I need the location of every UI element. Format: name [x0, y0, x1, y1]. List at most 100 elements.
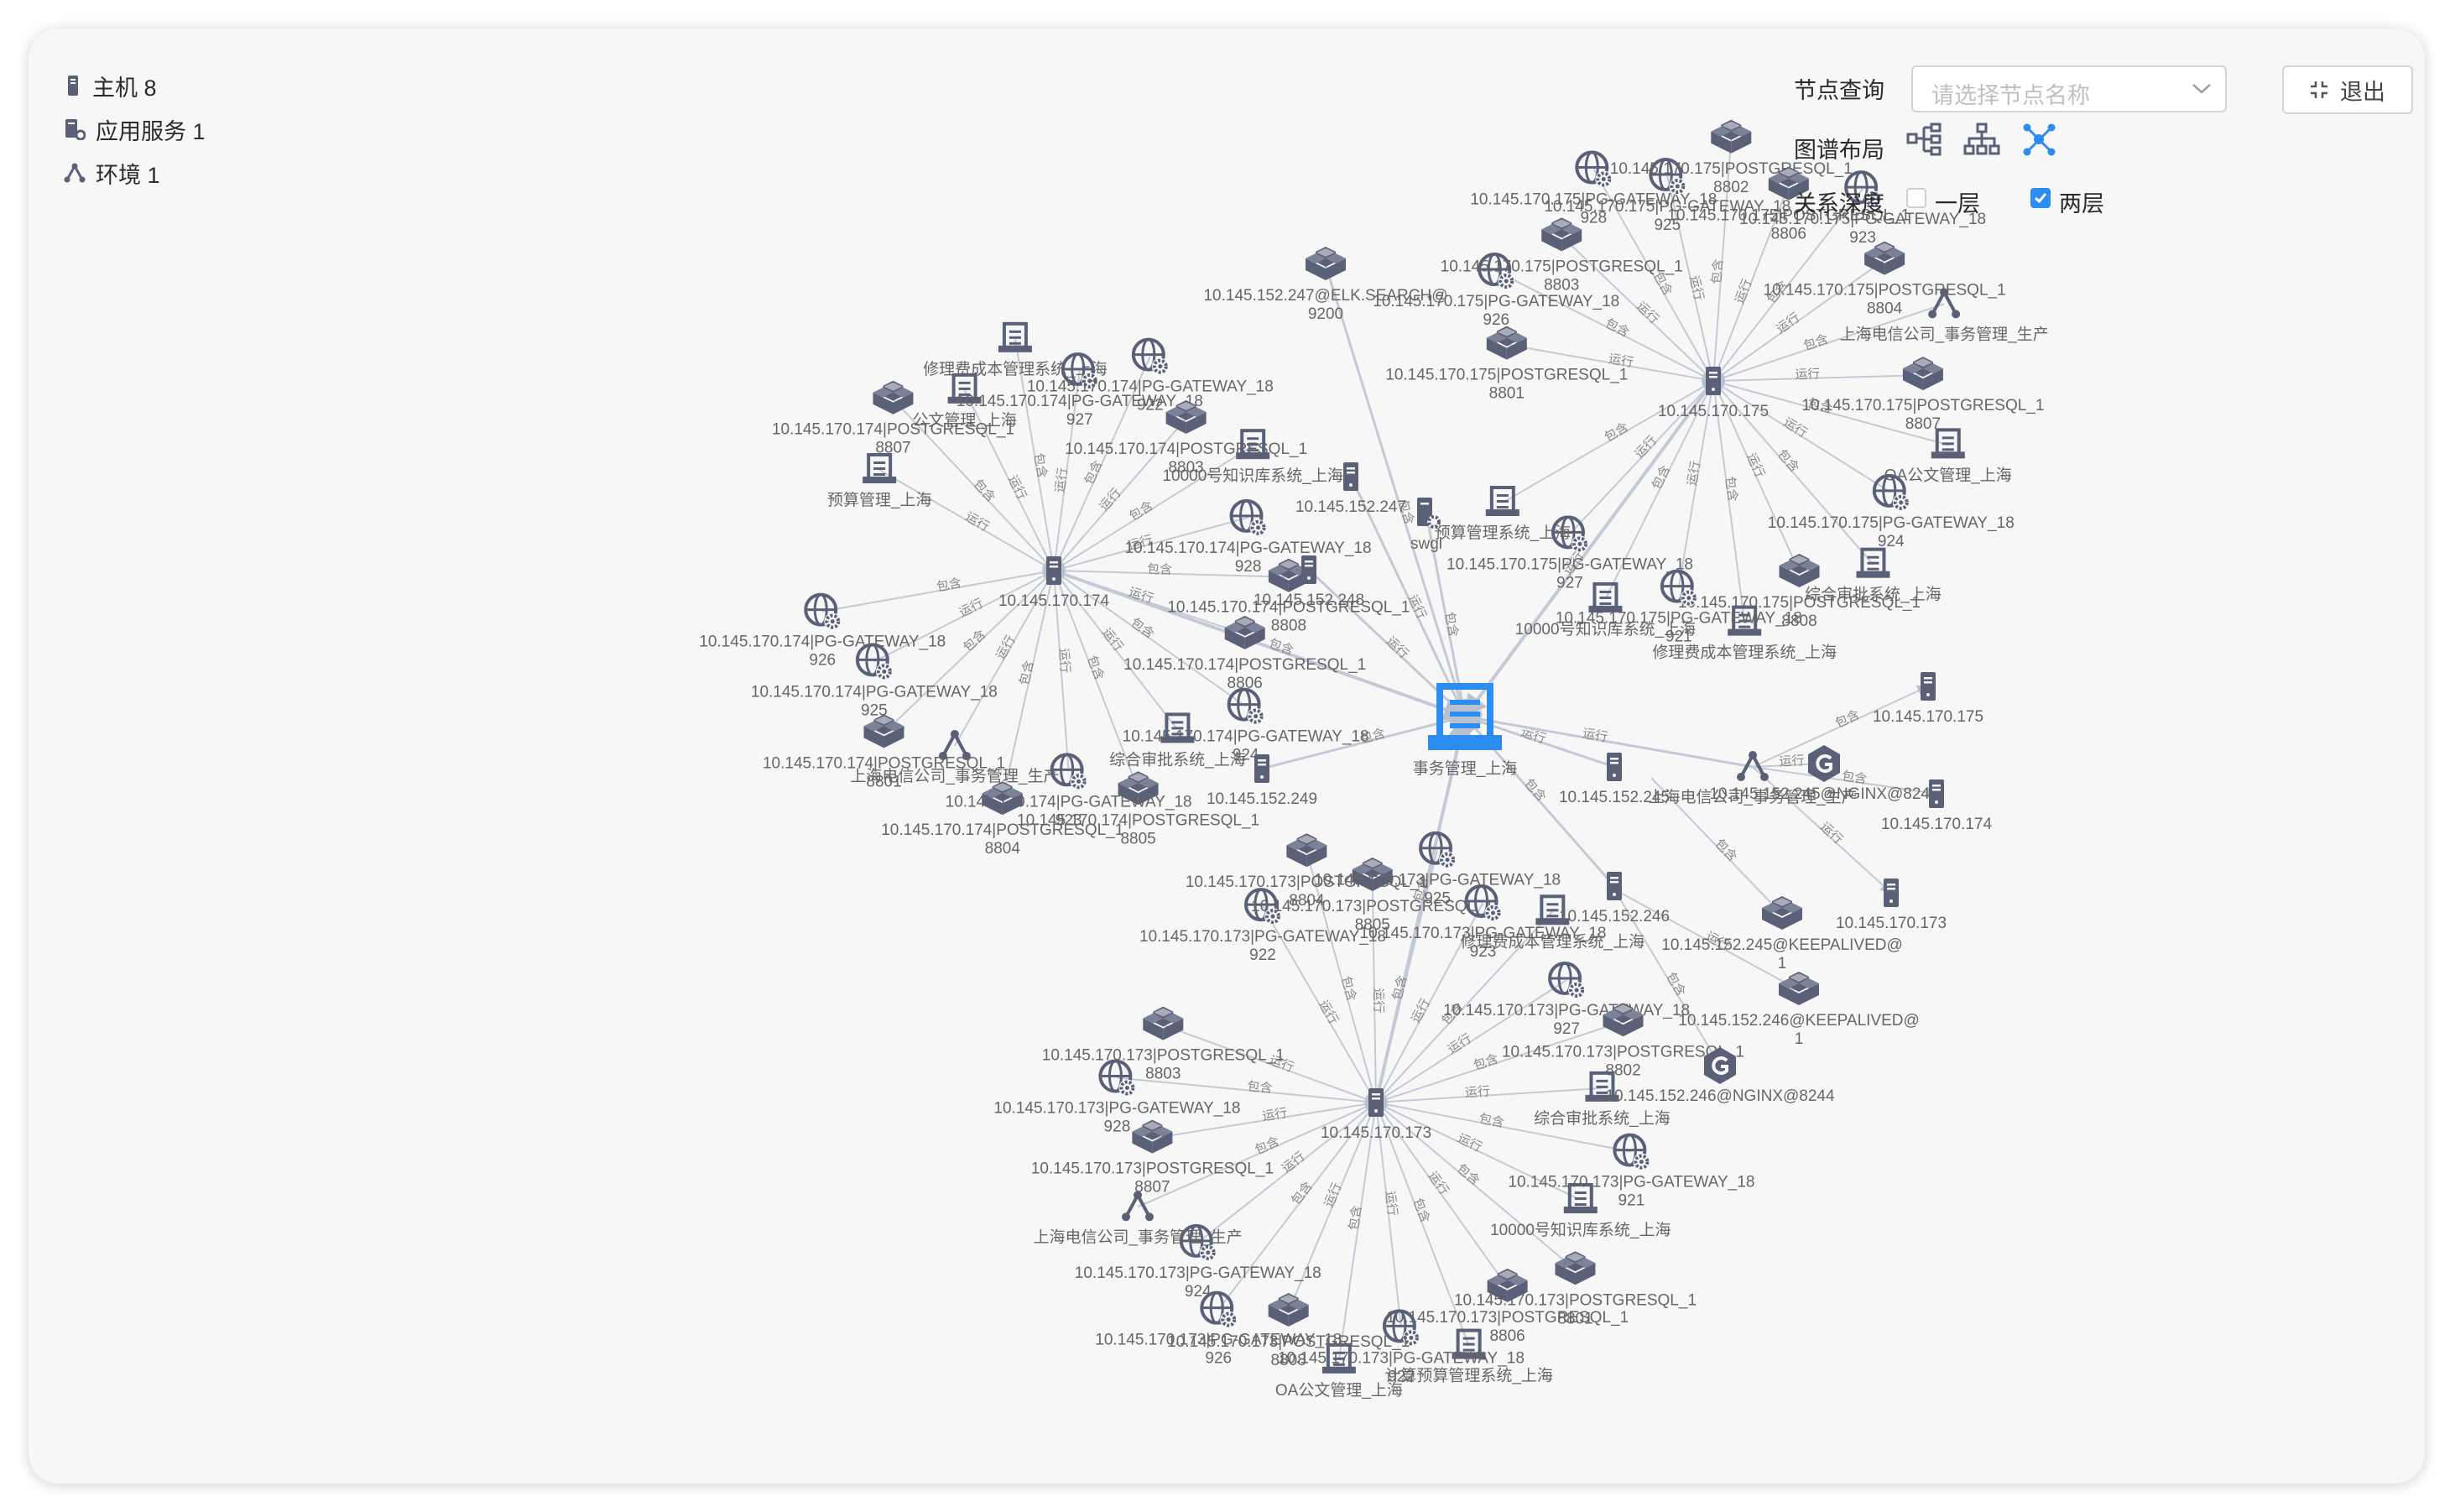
nginx-node[interactable]: 10.145.152.246@NGINX@8244 [1605, 1045, 1835, 1105]
server-node[interactable]: 10.145.152.248 [1254, 555, 1364, 609]
app-node[interactable]: 公文管理_上海 [912, 373, 1017, 430]
hub-server-node[interactable]: 10.145.170.174 [998, 556, 1110, 610]
server-node[interactable]: 10.145.152.245 [1559, 753, 1670, 806]
edge-label: 运行 [956, 596, 985, 620]
server-node[interactable]: 10.145.152.246 [1559, 872, 1670, 925]
server-node[interactable]: 10.145.152.247 [1295, 462, 1406, 516]
app-node[interactable]: OA公文管理_上海 [1884, 428, 2012, 484]
node-label: 10.145.152.249 [1207, 790, 1317, 808]
legend-item-environment[interactable]: 环境 1 [64, 151, 206, 195]
force-layout-icon[interactable] [2020, 121, 2057, 158]
app-node[interactable]: 预算管理_上海 [827, 453, 932, 509]
nginx-node[interactable]: 10.145.152.245@NGINX@8244 [1709, 743, 1939, 803]
app-node[interactable]: 计算预算管理系统_上海 [1384, 1328, 1553, 1385]
app-node[interactable]: 10000号知识库系统_上海 [1162, 429, 1343, 485]
hub-server-node[interactable]: 10.145.170.175 [1658, 367, 1769, 420]
app-node[interactable]: 综合审批系统_上海 [1805, 547, 1942, 604]
app-node[interactable]: 10000号知识库系统_上海 [1515, 581, 1696, 639]
graph-edge [1604, 379, 1714, 600]
app-node[interactable]: 修理费成本管理系统_上海 [1461, 894, 1645, 951]
app-node[interactable]: OA公文管理_上海 [1275, 1343, 1403, 1400]
env-node[interactable]: 上海电信公司_事务管理_生产 [850, 727, 1059, 785]
server-node[interactable]: 10.145.170.173 [1836, 879, 1947, 932]
node-query-select[interactable]: 请选择节点名称 [1911, 65, 2227, 112]
tree-layout-icon[interactable] [1906, 123, 1943, 156]
env-node[interactable]: 上海电信公司_事务管理_生产 [1840, 286, 2049, 343]
graph-edge [1337, 1101, 1381, 1360]
app-node[interactable]: 预算管理系统_上海 [1435, 486, 1572, 542]
node-label: 1 [1778, 955, 1787, 972]
legend-item-app-service[interactable]: 应用服务 1 [64, 107, 206, 151]
server-node[interactable]: 10.145.170.175 [1873, 672, 1983, 726]
server-node[interactable]: 10.145.170.174 [1881, 779, 1993, 833]
node-label: 修理费成本管理系统_上海 [1461, 932, 1645, 951]
serverg-node[interactable]: swgl [1410, 496, 1442, 553]
hub-server-node[interactable]: 10.145.170.173 [1321, 1088, 1431, 1142]
hierarchy-layout-icon[interactable] [1963, 123, 2000, 156]
node-label: 928 [1235, 558, 1262, 576]
node-label: OA公文管理_上海 [1275, 1381, 1403, 1400]
app-icon [861, 453, 899, 485]
db-node[interactable]: 10.145.152.246@KEEPALIVED@1 [1678, 972, 1920, 1048]
edge-label: 运行 [1733, 277, 1755, 305]
env-node[interactable]: 上海电信公司_事务管理_生产 [1648, 749, 1858, 806]
node-label: 8802 [1713, 179, 1749, 196]
app-node[interactable]: 10000号知识库系统_上海 [1490, 1183, 1671, 1239]
app-node[interactable]: 综合审批系统_上海 [1109, 712, 1246, 769]
env-node[interactable]: 上海电信公司_事务管理_生产 [1033, 1189, 1243, 1246]
center-app-node[interactable]: 事务管理_上海 [1413, 686, 1518, 778]
app-node[interactable]: 修理费成本管理系统_上海 [923, 321, 1108, 378]
db-node[interactable]: 10.145.152.245@KEEPALIVED@1 [1661, 896, 1903, 972]
depth-two-checkbox[interactable] [2030, 188, 2051, 208]
legend-item-host[interactable]: 主机 8 [64, 64, 206, 107]
db-node[interactable]: 10.145.152.247@ELK.SEARCH@9200 [1203, 247, 1448, 323]
app-node[interactable]: 修理费成本管理系统_上海 [1652, 605, 1837, 662]
exit-button[interactable]: 退出 [2282, 65, 2413, 114]
app-node[interactable]: 综合审批系统_上海 [1534, 1071, 1671, 1128]
graph-edge [873, 570, 1055, 663]
gw-icon [1660, 569, 1699, 608]
graph-edge [1053, 569, 1467, 721]
server-node[interactable]: 10.145.152.249 [1207, 754, 1317, 808]
knowledge-graph[interactable]: 包含运行包含运行包含运行包含运行包含运行包含运行包含运行包含运行包含运行包含运行… [29, 29, 2425, 1483]
graph-edge [1375, 902, 1484, 1104]
depth-one-checkbox[interactable] [1906, 188, 1926, 208]
